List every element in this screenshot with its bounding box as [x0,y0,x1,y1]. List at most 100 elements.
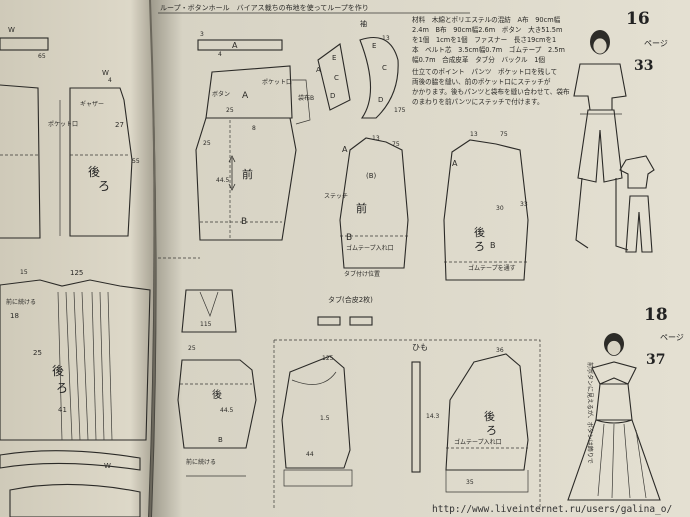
svg-text:本 ベルト芯 3.5cm幅0.7m ゴムテープ 2.5m: 本 ベルト芯 3.5cm幅0.7m ゴムテープ 2.5m [412,45,565,54]
svg-text:両後の脇を縫い、前のポケット口にステッチが: 両後の脇を縫い、前のポケット口にステッチが [412,77,551,86]
svg-text:仕立てのポイント パンツ ポケット口を残して: 仕立てのポイント パンツ ポケット口を残して [412,67,557,76]
svg-text:4: 4 [108,77,112,84]
svg-text:材料 木綿とポリエステルの混紡 A布 90cm幅: 材料 木綿とポリエステルの混紡 A布 90cm幅 [412,15,561,24]
svg-text:ろ: ろ [56,381,68,395]
svg-text:C: C [334,74,339,82]
svg-text:後: 後 [484,409,495,423]
svg-text:袋布B: 袋布B [298,94,314,102]
svg-text:前: 前 [242,167,253,181]
svg-text:C: C [382,64,387,72]
svg-text:13: 13 [382,35,390,42]
svg-text:ポケット口: ポケット口 [262,78,292,86]
svg-text:8: 8 [252,125,256,132]
svg-text:13: 13 [470,131,478,138]
svg-text:(B): (B) [366,172,377,180]
svg-text:75: 75 [500,131,508,138]
svg-text:B: B [218,436,223,444]
svg-text:13: 13 [372,135,380,142]
svg-text:後: 後 [212,388,222,401]
svg-text:33: 33 [520,201,528,208]
svg-text:115: 115 [200,321,212,328]
svg-text:を1個 1cmを1個 ファスナー 長さ19cmを1: を1個 1cmを1個 ファスナー 長さ19cmを1 [412,35,556,44]
svg-text:ろ: ろ [474,240,485,253]
svg-text:125: 125 [70,269,83,277]
svg-text:幅0.7m 合成皮革 タブ分 バックル 1個: 幅0.7m 合成皮革 タブ分 バックル 1個 [412,55,545,64]
dress-note: 前ボタンに見えるが、ボタンは飾りで [586,362,594,464]
svg-text:25: 25 [203,140,211,147]
svg-text:44.5: 44.5 [216,177,230,184]
svg-text:175: 175 [394,107,406,114]
svg-text:3: 3 [200,31,204,38]
sleeve-pattern: 袖 E C D A E C D 13 175 [316,19,406,119]
svg-text:タブ付け位置: タブ付け位置 [344,270,380,278]
svg-text:前に続ける: 前に続ける [6,298,36,306]
materials-block: 材料 木綿とポリエステルの混紡 A布 90cm幅 2.4m B布 90cm幅2.… [412,15,570,106]
dashed-section: 125 44 1.5 ひも 14.3 後 ろ ゴムテープ入れ口 36 35 [273,339,541,510]
svg-text:35: 35 [466,479,474,486]
svg-text:125: 125 [322,355,334,362]
svg-text:15: 15 [20,269,28,276]
fashion-figure-18: 前ボタンに見えるが、ボタンは飾りで [567,333,661,501]
svg-text:ゴムテープ入れ口: ゴムテープ入れ口 [346,244,394,252]
svg-text:55: 55 [132,158,140,165]
svg-text:25: 25 [226,107,234,114]
page-ref-16: 16 ページ 33 [626,9,668,74]
svg-text:27: 27 [115,121,124,129]
svg-text:30: 30 [496,205,504,212]
svg-text:1.5: 1.5 [320,415,330,422]
page-ref-18: 18 ページ 37 [644,305,684,368]
bodice-pattern: 前 (B) A B ゴムテープ入れ口 タブ付け位置 13 75 ステッチ タブ(… [317,131,529,326]
svg-text:W: W [104,462,111,470]
svg-text:D: D [330,92,335,100]
svg-text:ゴムテープを通す: ゴムテープを通す [468,264,516,272]
right-page [150,0,690,517]
svg-text:18: 18 [644,305,668,325]
svg-text:36: 36 [496,347,504,354]
svg-text:65: 65 [38,53,46,60]
watermark: http://www.liveinternet.ru/users/galina_… [432,504,672,515]
skirt-pattern: 115 後 44.5 25 B 前に続ける [177,289,257,477]
svg-text:前: 前 [356,201,367,215]
svg-text:ろ: ろ [486,424,497,437]
svg-text:E: E [372,42,376,50]
svg-text:ひも: ひも [412,343,428,352]
svg-text:ステッチ: ステッチ [324,193,348,200]
svg-text:後: 後 [52,364,64,378]
gutter [149,0,156,517]
svg-text:44: 44 [306,451,314,458]
svg-text:14.3: 14.3 [426,413,440,420]
svg-text:ページ: ページ [644,39,668,48]
svg-text:A: A [242,91,249,101]
fashion-figure-16 [573,30,655,253]
svg-text:A: A [232,41,238,50]
svg-text:18: 18 [10,312,19,320]
svg-text:後: 後 [474,225,485,239]
svg-text:ボタン: ボタン [212,90,230,98]
svg-text:A: A [452,159,458,168]
svg-text:25: 25 [188,345,196,352]
svg-text:B: B [241,217,247,227]
svg-text:37: 37 [646,352,665,368]
svg-text:かかります。後もパンツと袋布を縫い合わせて、袋布: かかります。後もパンツと袋布を縫い合わせて、袋布 [412,87,570,96]
svg-text:後: 後 [88,165,100,179]
svg-text:E: E [332,54,336,62]
svg-text:33: 33 [634,58,653,74]
svg-text:75: 75 [392,141,400,148]
svg-text:ゴムテープ入れ口: ゴムテープ入れ口 [454,438,502,446]
svg-text:A: A [316,66,321,74]
svg-text:のまわりを前パンツにステッチで付けます。: のまわりを前パンツにステッチで付けます。 [412,97,544,106]
pants-pattern: A 3 4 A 25 ポケット口 ボタン 前 44.5 B 8 25 袋布B [195,31,314,241]
svg-text:4: 4 [218,51,222,58]
svg-text:B: B [346,233,352,243]
svg-text:袖: 袖 [360,19,367,28]
svg-text:A: A [342,145,348,154]
svg-text:W: W [8,26,15,34]
header-strip: ループ・ボタンホール バイアス裁ちの布地を使ってループを作り [160,3,369,12]
svg-text:16: 16 [626,9,650,29]
svg-text:41: 41 [58,406,67,414]
svg-text:44.5: 44.5 [220,407,234,414]
svg-text:前に続ける: 前に続ける [186,458,216,466]
svg-text:D: D [378,96,383,104]
